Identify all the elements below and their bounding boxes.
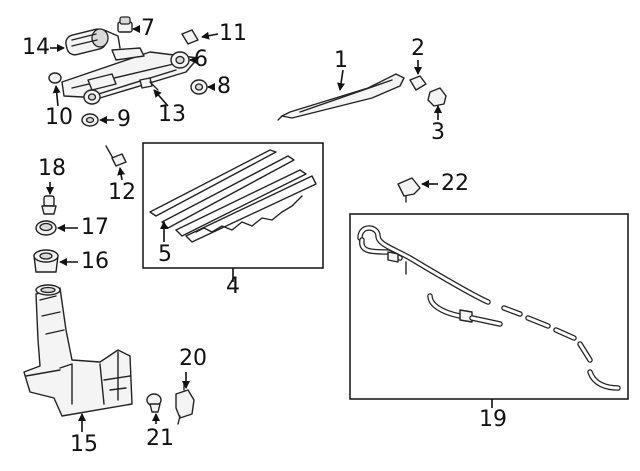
callout-6: 6 [194,47,208,72]
callout-4: 4 [226,274,240,299]
callout-18: 18 [38,156,66,181]
callout-13: 13 [158,102,186,127]
leader-11 [201,31,219,40]
washer-reservoir [23,284,133,417]
callout-1: 1 [334,48,348,73]
leader-13 [153,89,169,107]
callout-14: 14 [22,35,50,60]
wiper-blades [149,149,317,243]
wiper-arm-group [277,73,447,121]
callout-22: 22 [441,171,469,196]
callout-7: 7 [141,16,155,41]
wiper-linkage-assembly [48,16,208,127]
callout-5: 5 [158,242,172,267]
washer-nozzle [397,177,421,203]
washer-hoses [357,225,621,391]
callout-2: 2 [411,36,425,61]
callout-21: 21 [146,426,174,451]
leader-12 [117,167,126,181]
callout-20: 20 [179,346,207,371]
hose-group-frame [349,213,629,400]
callout-9: 9 [117,107,131,132]
leader-lines [46,25,493,432]
callout-3: 3 [431,120,445,145]
callout-17: 17 [81,215,109,240]
callout-15: 15 [70,432,98,457]
callout-16: 16 [81,249,109,274]
callout-8: 8 [217,74,231,99]
small-parts-left [33,195,59,273]
callout-11: 11 [219,21,247,46]
callout-12: 12 [108,180,136,205]
callout-19: 19 [479,407,507,432]
bolt-12 [105,145,127,167]
leader-1 [337,69,345,91]
pump-parts [146,381,195,425]
callout-10: 10 [45,105,73,130]
leader-10 [52,85,61,107]
